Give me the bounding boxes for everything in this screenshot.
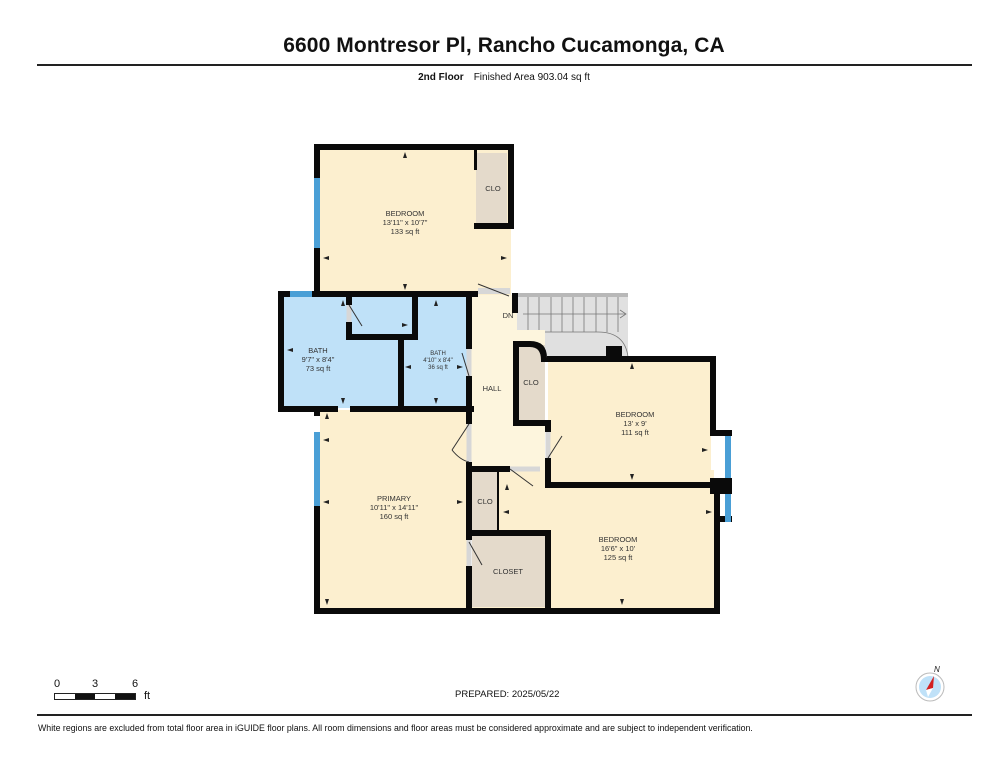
scale-unit: ft: [144, 690, 151, 702]
scale-bar: 0 3 6 ft: [52, 678, 162, 706]
footer-divider: [37, 714, 972, 716]
prepared-date: PREPARED: 2025/05/22: [455, 689, 560, 700]
closet-hall-floor: [519, 345, 545, 422]
closet-lower-floor: [472, 472, 499, 532]
svg-text:111 sq ft: 111 sq ft: [621, 428, 650, 437]
floor-summary: 2nd Floor Finished Area 903.04 sq ft: [0, 72, 1008, 83]
svg-text:13' x 9': 13' x 9': [623, 419, 647, 428]
header-divider: [37, 64, 972, 66]
svg-text:4'10" x 8'4": 4'10" x 8'4": [423, 358, 453, 364]
scale-tick-3: 3: [92, 678, 99, 690]
svg-text:73 sq ft: 73 sq ft: [306, 364, 332, 373]
svg-text:BEDROOM: BEDROOM: [599, 535, 638, 544]
bedroom-right-floor: [548, 361, 711, 483]
svg-text:16'6" x 10': 16'6" x 10': [601, 544, 636, 553]
floor-label: 2nd Floor: [418, 72, 464, 83]
svg-text:9'7" x 8'4": 9'7" x 8'4": [302, 355, 335, 364]
svg-text:133 sq ft: 133 sq ft: [391, 227, 421, 236]
closet-top-floor: [476, 153, 507, 225]
walls: [278, 144, 732, 614]
windows: [290, 178, 731, 522]
dimension-markers: [287, 152, 712, 605]
room-label-bath-small: BATH 4'10" x 8'4" 36 sq ft: [423, 351, 453, 371]
room-label-bath-large: BATH 9'7" x 8'4" 73 sq ft: [302, 346, 335, 373]
north-compass-icon: N: [915, 666, 945, 702]
property-address-title: 6600 Montresor Pl, Rancho Cucamonga, CA: [283, 34, 725, 57]
svg-text:BEDROOM: BEDROOM: [616, 410, 655, 419]
room-label-bedroom-bottom: BEDROOM 16'6" x 10' 125 sq ft: [599, 535, 638, 562]
room-label-clo-hall: CLO: [523, 378, 539, 387]
primary-floor: [320, 410, 470, 610]
svg-text:BATH: BATH: [308, 346, 327, 355]
room-label-clo-top: CLO: [485, 184, 501, 193]
doors: [346, 283, 563, 566]
disclaimer-text: White regions are excluded from total fl…: [38, 723, 753, 733]
svg-text:PRIMARY: PRIMARY: [377, 494, 411, 503]
svg-text:160 sq ft: 160 sq ft: [380, 512, 410, 521]
room-label-bedroom-right: BEDROOM 13' x 9' 111 sq ft: [616, 410, 655, 437]
closet-floor: [472, 535, 546, 607]
scale-tick-6: 6: [132, 678, 139, 690]
svg-text:10'11" x 14'11": 10'11" x 14'11": [370, 503, 419, 512]
room-label-primary: PRIMARY 10'11" x 14'11" 160 sq ft: [370, 494, 419, 521]
room-label-closet: CLOSET: [493, 567, 523, 576]
compass-north-label: N: [934, 666, 940, 674]
room-label-bedroom-top: BEDROOM 13'11" x 10'7" 133 sq ft: [383, 209, 428, 236]
scale-tick-0: 0: [54, 678, 61, 690]
stairs-down-label: DN: [503, 311, 514, 320]
finished-area: Finished Area 903.04 sq ft: [473, 72, 590, 83]
svg-text:36 sq ft: 36 sq ft: [428, 365, 448, 371]
svg-text:BEDROOM: BEDROOM: [386, 209, 425, 218]
svg-text:BATH: BATH: [430, 351, 446, 357]
svg-text:125 sq ft: 125 sq ft: [604, 553, 634, 562]
svg-text:13'11" x 10'7": 13'11" x 10'7": [383, 218, 428, 227]
room-label-hall: HALL: [483, 384, 502, 393]
room-label-clo-lower: CLO: [477, 497, 493, 506]
